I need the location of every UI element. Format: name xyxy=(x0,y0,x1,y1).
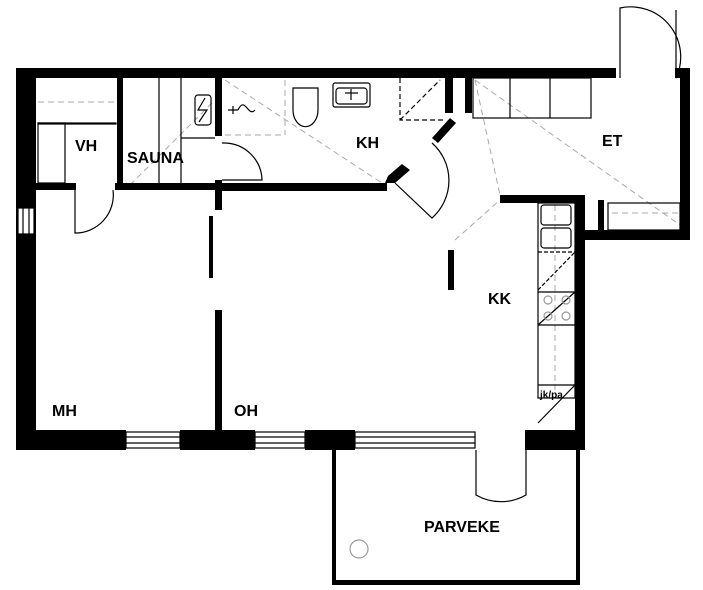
sauna-stove-icon xyxy=(194,94,212,126)
room-label-vh: VH xyxy=(75,138,97,155)
kitchen-sink-icon xyxy=(540,204,572,226)
room-label-kh: KH xyxy=(356,135,379,152)
doors xyxy=(74,6,682,503)
room-label-mh: MH xyxy=(52,403,77,420)
shower-icon xyxy=(228,104,256,114)
drain-icon xyxy=(349,539,369,559)
appliance-label: jk/pa xyxy=(539,390,563,401)
sink-icon xyxy=(332,82,371,108)
room-label-oh: OH xyxy=(234,403,258,420)
fixtures xyxy=(37,77,681,559)
guide-lines xyxy=(38,79,681,390)
room-label-et: ET xyxy=(602,133,623,150)
room-label-sauna: SAUNA xyxy=(127,150,184,167)
windows xyxy=(17,207,476,449)
toilet-icon xyxy=(292,87,319,128)
room-label-kk: KK xyxy=(488,291,512,308)
room-label-parveke: PARVEKE xyxy=(424,519,500,536)
stove-burner-icon xyxy=(543,295,553,305)
walls xyxy=(16,68,690,585)
